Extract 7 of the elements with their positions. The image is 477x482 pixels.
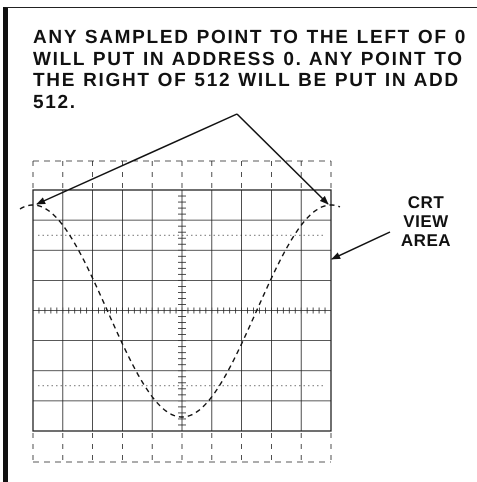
waveform-trace	[20, 204, 340, 418]
graticule-drawing	[32, 189, 332, 432]
callout-label: CRT VIEW AREA	[392, 193, 460, 250]
leader-line	[36, 113, 238, 205]
leader-line	[236, 113, 329, 205]
leader-line	[331, 231, 390, 260]
note-text: ANY SAMPLED POINT TO THE LEFT OF 0 WILL PUT IN ADDRESS 0. ANY POINT TO THE RIGHT OF 512 WILL BE PUT IN ADD 512.	[33, 27, 475, 114]
